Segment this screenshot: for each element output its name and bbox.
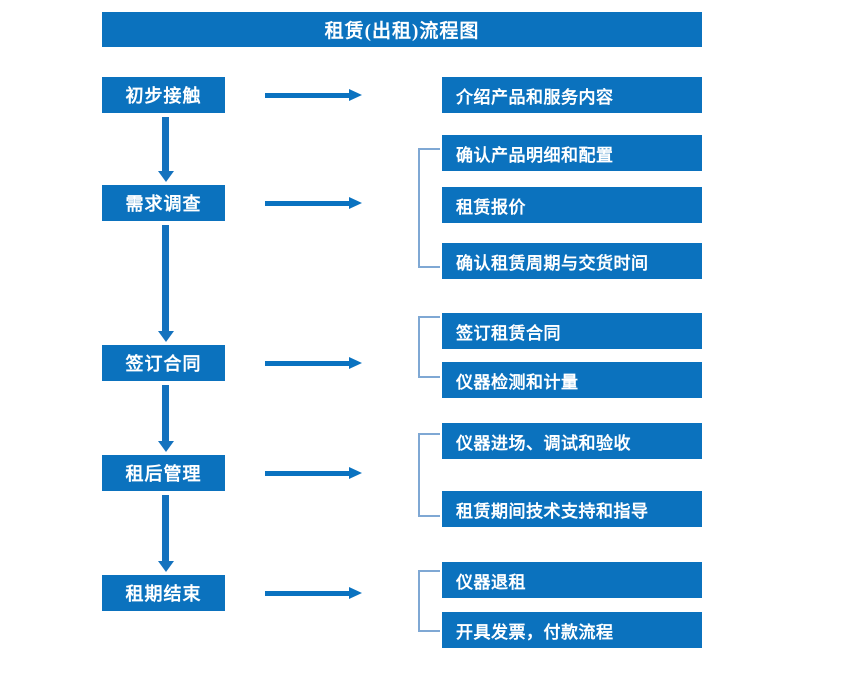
- horizontal-arrow-4: [265, 465, 362, 481]
- detail-box-8[interactable]: 租赁期间技术支持和指导: [442, 491, 702, 527]
- arrow-shaft: [265, 201, 351, 206]
- detail-box-7[interactable]: 仪器进场、调试和验收: [442, 423, 702, 459]
- stage-box-3[interactable]: 签订合同: [102, 345, 225, 381]
- arrow-head-icon: [158, 171, 174, 182]
- vertical-arrow-3: [158, 385, 174, 453]
- horizontal-arrow-3: [265, 355, 362, 371]
- group-bracket-1: [418, 148, 440, 268]
- arrow-shaft: [162, 225, 169, 331]
- detail-box-5[interactable]: 签订租赁合同: [442, 313, 702, 349]
- arrow-shaft: [265, 93, 351, 98]
- stage-box-4[interactable]: 租后管理: [102, 455, 225, 491]
- vertical-arrow-1: [158, 117, 174, 183]
- horizontal-arrow-5: [265, 585, 362, 601]
- detail-box-4[interactable]: 确认租赁周期与交货时间: [442, 243, 702, 279]
- arrow-head-icon: [158, 331, 174, 342]
- arrow-shaft: [265, 471, 351, 476]
- group-bracket-3: [418, 433, 440, 517]
- detail-box-6[interactable]: 仪器检测和计量: [442, 362, 702, 398]
- arrow-head-icon: [349, 357, 362, 369]
- detail-box-2[interactable]: 确认产品明细和配置: [442, 135, 702, 171]
- arrow-head-icon: [349, 89, 362, 101]
- arrow-shaft: [162, 495, 169, 561]
- horizontal-arrow-1: [265, 87, 362, 103]
- diagram-title: 租赁(出租)流程图: [102, 12, 702, 47]
- detail-box-9[interactable]: 仪器退租: [442, 562, 702, 598]
- stage-box-2[interactable]: 需求调查: [102, 185, 225, 221]
- arrow-shaft: [265, 361, 351, 366]
- detail-box-1[interactable]: 介绍产品和服务内容: [442, 77, 702, 113]
- detail-box-10[interactable]: 开具发票，付款流程: [442, 612, 702, 648]
- arrow-head-icon: [349, 587, 362, 599]
- arrow-head-icon: [349, 197, 362, 209]
- stage-box-5[interactable]: 租期结束: [102, 575, 225, 611]
- group-bracket-4: [418, 570, 440, 632]
- vertical-arrow-2: [158, 225, 174, 343]
- detail-box-3[interactable]: 租赁报价: [442, 187, 702, 223]
- arrow-head-icon: [158, 561, 174, 572]
- arrow-head-icon: [158, 441, 174, 452]
- arrow-shaft: [162, 385, 169, 441]
- arrow-head-icon: [349, 467, 362, 479]
- horizontal-arrow-2: [265, 195, 362, 211]
- stage-box-1[interactable]: 初步接触: [102, 77, 225, 113]
- arrow-shaft: [265, 591, 351, 596]
- arrow-shaft: [162, 117, 169, 171]
- group-bracket-2: [418, 316, 440, 378]
- vertical-arrow-4: [158, 495, 174, 573]
